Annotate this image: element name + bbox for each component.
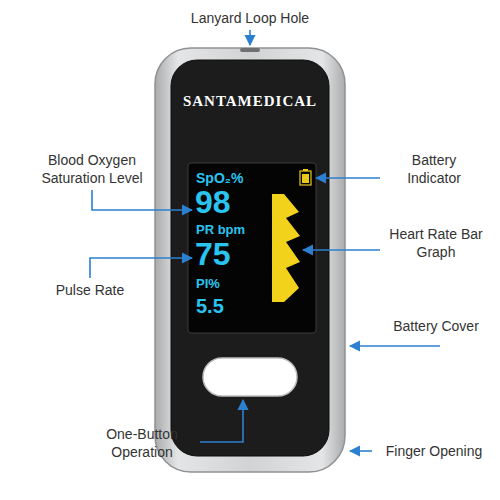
callout-label: Pulse Rate [40, 282, 140, 300]
leader-line [350, 345, 440, 347]
leader-line [350, 450, 372, 452]
brand-logo: SANTAMEDICAL [180, 92, 320, 111]
callout-label: Battery Cover [384, 318, 488, 336]
leader-line [92, 190, 192, 210]
battery-icon [300, 171, 311, 185]
display-screen [188, 163, 316, 333]
leader-line [303, 249, 380, 251]
callout-label: Finger Opening [374, 443, 494, 461]
display-value: 5.5 [196, 294, 266, 319]
device-shell [155, 48, 345, 472]
display-value: 98 [195, 186, 265, 218]
display-label: SpO₂% [196, 170, 266, 188]
display-label: PI% [196, 276, 266, 292]
lanyard-hole [240, 48, 260, 52]
callout-label: Lanyard Loop Hole [170, 10, 330, 28]
callout-label: One-Button Operation [88, 426, 196, 461]
leader-line [316, 177, 380, 179]
display-label: PR bpm [196, 222, 266, 238]
callout-label: Blood Oxygen Saturation Level [28, 152, 156, 187]
callout-label: Heart Rate Bar Graph [384, 226, 488, 261]
device-face [171, 60, 329, 456]
heart-rate-bar-graph [272, 194, 300, 302]
leader-line [200, 400, 243, 442]
power-button [203, 358, 297, 396]
leader-line [249, 30, 251, 45]
callout-label: Battery Indicator [384, 152, 484, 187]
leader-lines [90, 30, 440, 451]
leader-line [90, 258, 192, 278]
display-value: 75 [195, 238, 265, 270]
battery-level [302, 174, 309, 183]
battery-tip [303, 169, 308, 171]
